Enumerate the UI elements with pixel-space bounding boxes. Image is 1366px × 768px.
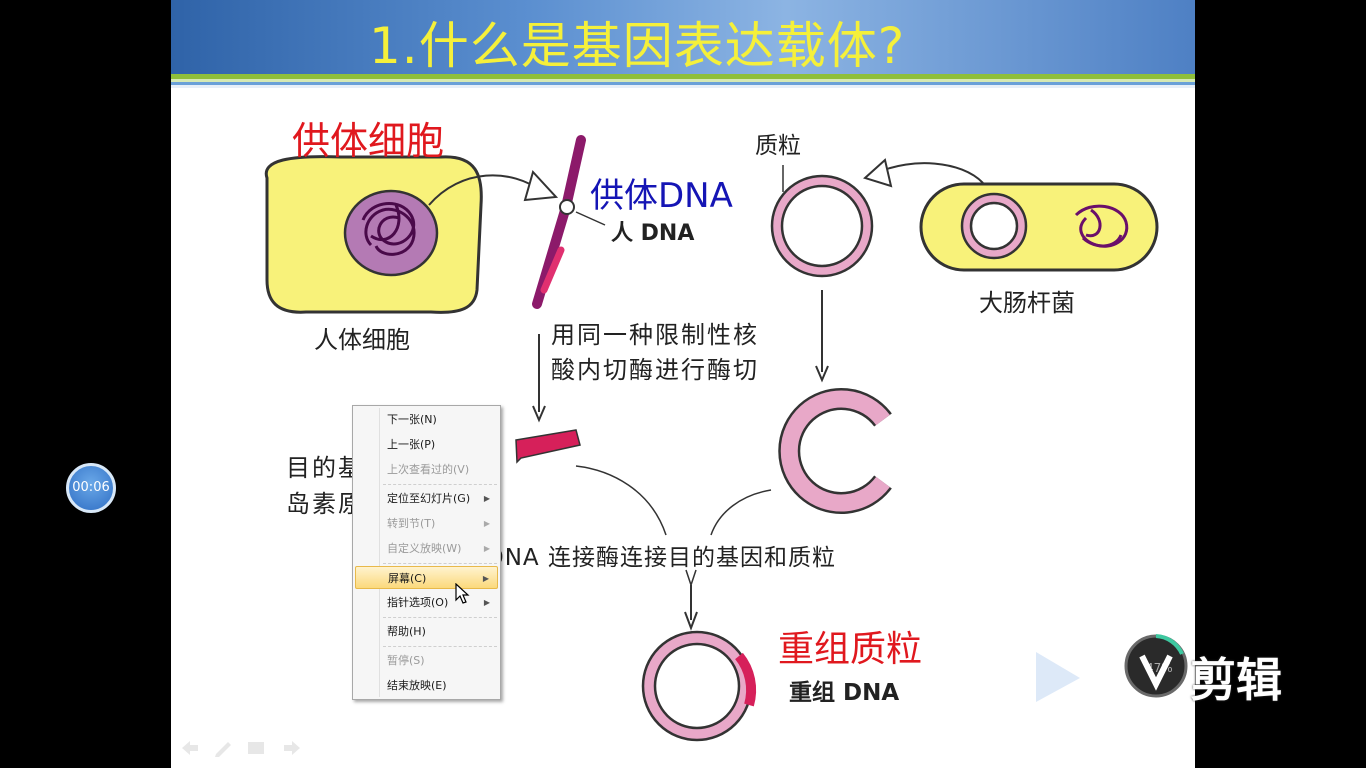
label-ecoli: 大肠杆菌 (979, 289, 1075, 317)
menu-item-label: 上次查看过的(V) (387, 463, 470, 476)
submenu-arrow-icon: ▶ (483, 598, 490, 607)
chromatin-coil (361, 202, 416, 256)
ecoli-chromatin (1074, 204, 1129, 248)
slides-menu-icon (248, 742, 264, 754)
label-target-gene-1: 目的基 (286, 454, 364, 482)
menu-gutter (379, 408, 380, 697)
menu-item-last-viewed[interactable]: 上次查看过的(V) (355, 458, 498, 481)
label-plasmid: 质粒 (755, 133, 801, 159)
menu-item-next[interactable]: 下一张(N) (355, 408, 498, 431)
menu-item-custom-show[interactable]: 自定义放映(W) ▶ (355, 537, 498, 560)
prev-slide-icon (182, 741, 198, 755)
menu-separator (383, 484, 497, 485)
menu-separator (383, 617, 497, 618)
menu-item-end-show[interactable]: 结束放映(E) (355, 674, 498, 697)
submenu-arrow-icon: ▶ (483, 519, 490, 528)
chromosome (532, 135, 586, 309)
watermark-brand-text: 剪辑 (1190, 653, 1282, 707)
menu-separator (383, 563, 497, 564)
ev-logo-icon: 47% (1036, 634, 1188, 702)
submenu-arrow-icon: ▶ (482, 574, 489, 583)
menu-item-screen[interactable]: 屏幕(C) ▶ (355, 566, 498, 589)
submenu-arrow-icon: ▶ (483, 544, 490, 553)
target-gene-fragment (515, 429, 581, 464)
recording-timer[interactable]: 00:06 (66, 463, 116, 513)
menu-item-label: 暂停(S) (387, 654, 425, 667)
arrowhead-cell-to-dna (523, 170, 559, 202)
slide-canvas: 1.什么是基因表达载体? (171, 0, 1195, 768)
converge-line-left (575, 465, 667, 536)
menu-item-previous[interactable]: 上一张(P) (355, 433, 498, 456)
label-human-dna: 人 DNA (611, 221, 695, 246)
label-target-gene-2: 岛素原 (286, 490, 364, 518)
menu-item-label: 结束放映(E) (387, 679, 447, 692)
slide-header-band (171, 0, 1195, 74)
slide-title: 1.什么是基因表达载体? (369, 17, 906, 75)
menu-item-label: 下一张(N) (387, 413, 437, 426)
menu-item-label: 帮助(H) (387, 625, 426, 638)
menu-item-label: 指针选项(O) (387, 596, 449, 609)
inserted-gene-segment (734, 652, 757, 707)
label-donor-dna: 供体DNA (590, 176, 733, 216)
ecoli-cell (919, 182, 1159, 272)
label-recombinant-plasmid: 重组质粒 (778, 629, 923, 670)
label-donor-cell: 供体细胞 (292, 119, 445, 163)
label-ligase-step: DNA 连接酶连接目的基因和质粒 (486, 545, 836, 571)
gene-expression-diagram (264, 135, 1159, 742)
menu-item-label: 定位至幻灯片(G) (387, 492, 471, 505)
menu-item-label: 屏幕(C) (388, 572, 427, 585)
arrow-ecoli-to-plasmid (878, 162, 984, 184)
menu-item-help[interactable]: 帮助(H) (355, 620, 498, 643)
slideshow-nav-toolbar (182, 741, 300, 757)
menu-item-go-to-section[interactable]: 转到节(T) ▶ (355, 512, 498, 535)
centromere (559, 199, 575, 215)
converge-line-right (710, 489, 772, 536)
menu-item-pause[interactable]: 暂停(S) (355, 649, 498, 672)
label-enzyme-step-1: 用同一种限制性核 (551, 321, 759, 349)
menu-separator (383, 646, 497, 647)
pen-icon (215, 742, 231, 757)
submenu-arrow-icon: ▶ (483, 494, 490, 503)
menu-item-label: 自定义放映(W) (387, 542, 462, 555)
mouse-pointer-icon (455, 583, 470, 604)
menu-item-go-to-slide[interactable]: 定位至幻灯片(G) ▶ (355, 487, 498, 510)
label-enzyme-step-2: 酸内切酶进行酶切 (551, 356, 759, 384)
label-recombinant-dna: 重组 DNA (789, 680, 900, 706)
menu-item-pointer-options[interactable]: 指针选项(O) ▶ (355, 591, 498, 614)
menu-item-label: 转到节(T) (387, 517, 436, 530)
next-slide-icon (284, 741, 300, 755)
slideshow-context-menu: 下一张(N) 上一张(P) 上次查看过的(V) 定位至幻灯片(G) ▶ 转到节(T… (352, 405, 501, 700)
slide-header-stripes (171, 74, 1195, 88)
label-human-cell: 人体细胞 (314, 326, 410, 354)
menu-item-label: 上一张(P) (387, 438, 436, 451)
